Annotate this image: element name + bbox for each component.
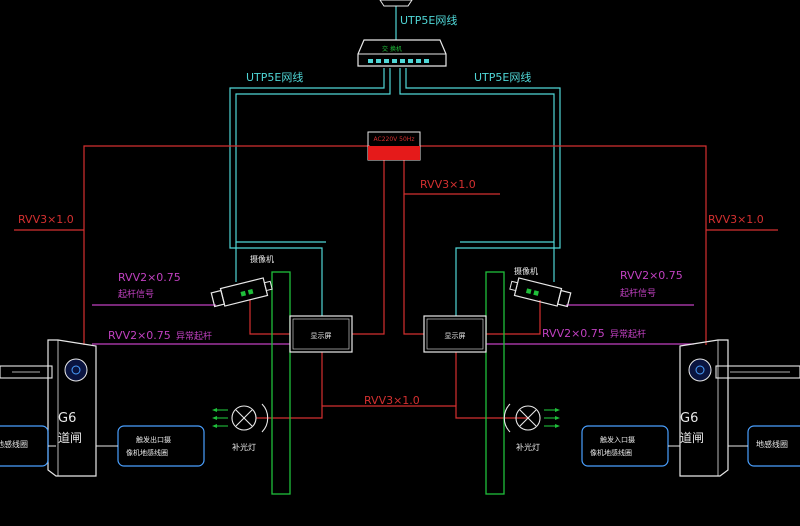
- svg-text:■ ■: ■ ■: [525, 287, 540, 297]
- camera-pillars: [271, 271, 505, 495]
- utp-top-label: UTP5E网线: [400, 13, 457, 27]
- rvv2-right-bottom-sub: 异常起杆: [610, 328, 646, 340]
- camera-right-label: 摄像机: [514, 266, 538, 276]
- camera-right: ■ ■: [509, 277, 572, 308]
- network-cabling: [229, 6, 561, 318]
- fill-light-left-lamp: [231, 405, 257, 431]
- rvv2-left-bottom-label: RVV2×0.75: [108, 329, 171, 342]
- svg-text:■ ■: ■ ■: [240, 288, 255, 298]
- rvv2-left-bottom-sub: 异常起杆: [176, 330, 212, 342]
- rvv-right-label: RVV3×1.0: [708, 213, 764, 226]
- cable-labels: UTP5E网线 UTP5E网线 UTP5E网线 RVV3×1.0 RVV3×1.…: [0, 13, 788, 457]
- rvv-bottom-link: [256, 405, 528, 419]
- power-cabling: [14, 145, 778, 419]
- gate-left-arm: [0, 365, 53, 379]
- camera-left: ■ ■: [210, 277, 273, 308]
- utp-left-run-inner: [235, 68, 391, 243]
- display-right-label: 显示屏: [445, 332, 466, 340]
- rvv-right-camera-feed: [486, 300, 541, 335]
- rvv2-right-bottom-label: RVV2×0.75: [542, 327, 605, 340]
- switch-ports: [368, 59, 429, 63]
- camera-left-label: 摄像机: [250, 254, 274, 264]
- gate-left-model: G6: [58, 411, 76, 426]
- display-right: 显示屏: [423, 315, 487, 353]
- display-left: 显示屏: [289, 315, 353, 353]
- utp-left-run: [229, 68, 385, 318]
- gate-right-name: 道闸: [680, 431, 704, 445]
- power-supply: AC220V 50Hz: [367, 131, 421, 161]
- utp-right-run-inner: [399, 68, 555, 243]
- coil-left-outer-label: 地感线圈: [0, 439, 28, 449]
- utp-right-run: [405, 68, 561, 318]
- gate-right-motor: [688, 358, 712, 382]
- signal-cabling: [92, 304, 694, 345]
- gate-right-arm: [715, 365, 800, 379]
- rvv-center-right-down: [403, 194, 426, 335]
- rvv2-left-top-label: RVV2×0.75: [118, 271, 181, 284]
- switch-label: 交 换机: [382, 45, 402, 53]
- rvv-center-left: [352, 160, 385, 335]
- barrier-gate-right: G6 道闸: [679, 339, 800, 477]
- network-switch: 交 换机: [357, 0, 447, 67]
- right-pillar: [485, 271, 505, 495]
- psu-label: AC220V 50Hz: [374, 136, 415, 143]
- display-right-box: [423, 315, 487, 353]
- rvv2-right-top-label: RVV2×0.75: [620, 269, 683, 282]
- rvv-left-label: RVV3×1.0: [18, 213, 74, 226]
- coil-right-inner-label-2: 像机地感线圈: [590, 448, 632, 457]
- utp-right-label: UTP5E网线: [474, 70, 531, 84]
- rvv-left-camera-feed: [249, 300, 290, 335]
- coil-right-inner-label-1: 触发入口摄: [600, 435, 635, 444]
- psu-fill: [368, 146, 420, 160]
- rvv-bottom-label: RVV3×1.0: [364, 394, 420, 407]
- coil-left-inner-label-1: 触发出口摄: [136, 435, 171, 444]
- display-left-box: [289, 315, 353, 353]
- light-left-label: 补光灯: [232, 442, 256, 452]
- fill-light-left: [212, 403, 269, 433]
- fill-light-right: [503, 403, 560, 433]
- left-pillar: [271, 271, 291, 495]
- uplink-device: [379, 0, 413, 7]
- gate-left-name: 道闸: [58, 431, 82, 445]
- rvv2-right-top-sub: 起杆信号: [620, 287, 656, 299]
- rvv-center-label: RVV3×1.0: [420, 178, 476, 191]
- coil-right-outer-label: 地感线圈: [756, 439, 788, 449]
- coil-left-inner-label-2: 像机地感线圈: [126, 448, 168, 457]
- light-right-label: 补光灯: [516, 442, 540, 452]
- coil-right-inner: [581, 425, 669, 467]
- gate-right-model: G6: [680, 411, 698, 426]
- coil-left-inner: [117, 425, 205, 467]
- display-left-label: 显示屏: [311, 332, 332, 340]
- barrier-gate-left: G6 道闸: [0, 339, 97, 477]
- rvv-left-main: [83, 145, 370, 345]
- fill-light-right-lamp: [515, 405, 541, 431]
- rvv2-left-top-sub: 起杆信号: [118, 288, 154, 300]
- rvv-right-main: [420, 145, 707, 345]
- gate-left-motor: [64, 358, 88, 382]
- utp-left-label: UTP5E网线: [246, 70, 303, 84]
